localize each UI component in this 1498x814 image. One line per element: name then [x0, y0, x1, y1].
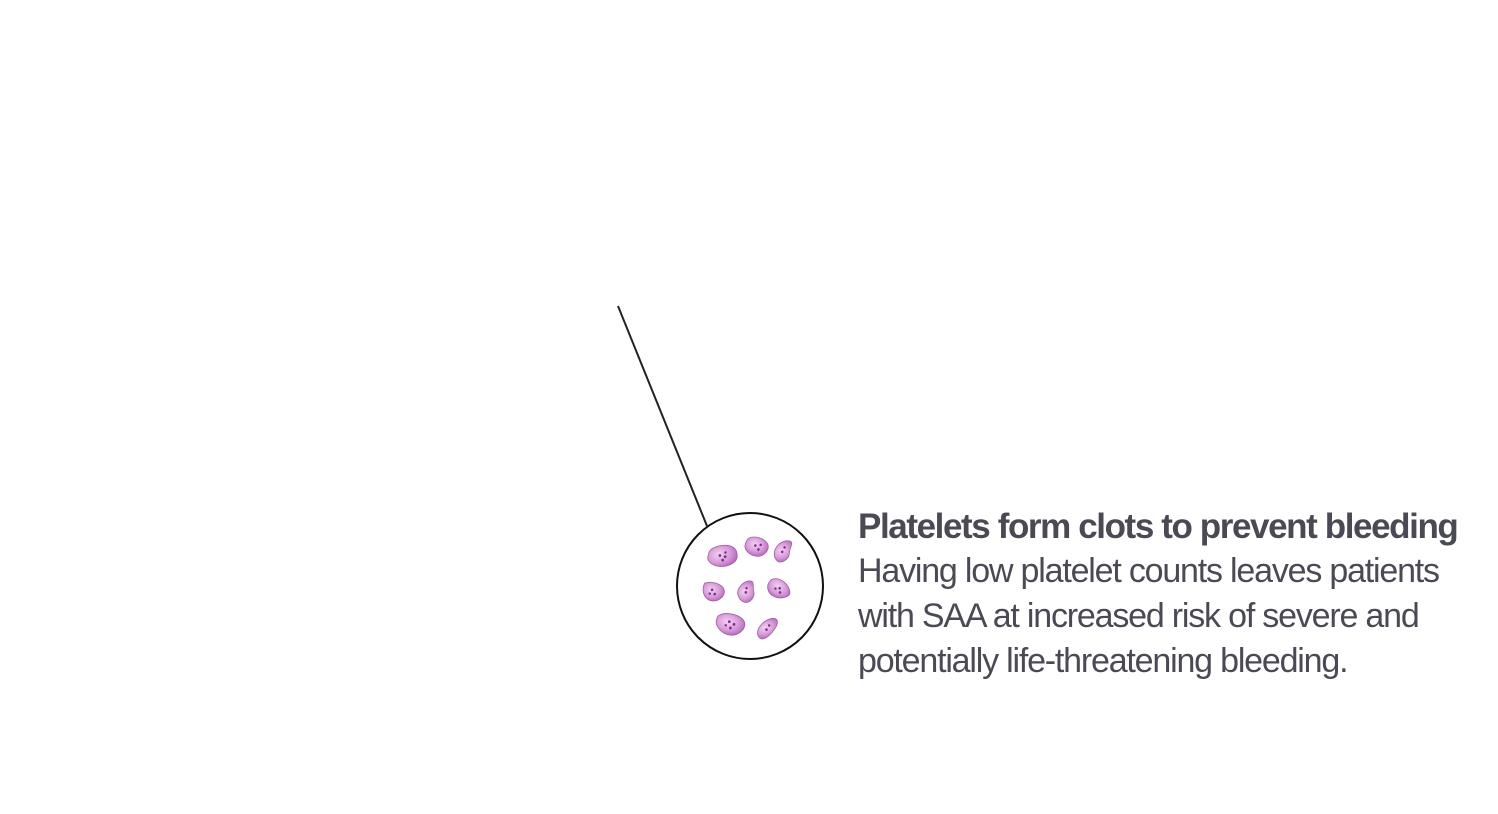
platelets-icon: [676, 512, 824, 660]
platelet: [767, 578, 791, 599]
platelet: [773, 540, 793, 563]
callout-heading: Platelets form clots to prevent bleeding: [858, 507, 1459, 546]
platelet: [702, 581, 725, 602]
platelet: [707, 544, 738, 567]
platelet: [737, 580, 755, 603]
platelet: [744, 536, 769, 557]
platelet: [715, 613, 746, 636]
callout-leader-line: [617, 305, 708, 527]
platelet: [757, 617, 778, 640]
callout-text: Platelets form clots to prevent bleeding…: [858, 504, 1478, 684]
callout-body: Having low platelet counts leaves patien…: [858, 552, 1440, 680]
